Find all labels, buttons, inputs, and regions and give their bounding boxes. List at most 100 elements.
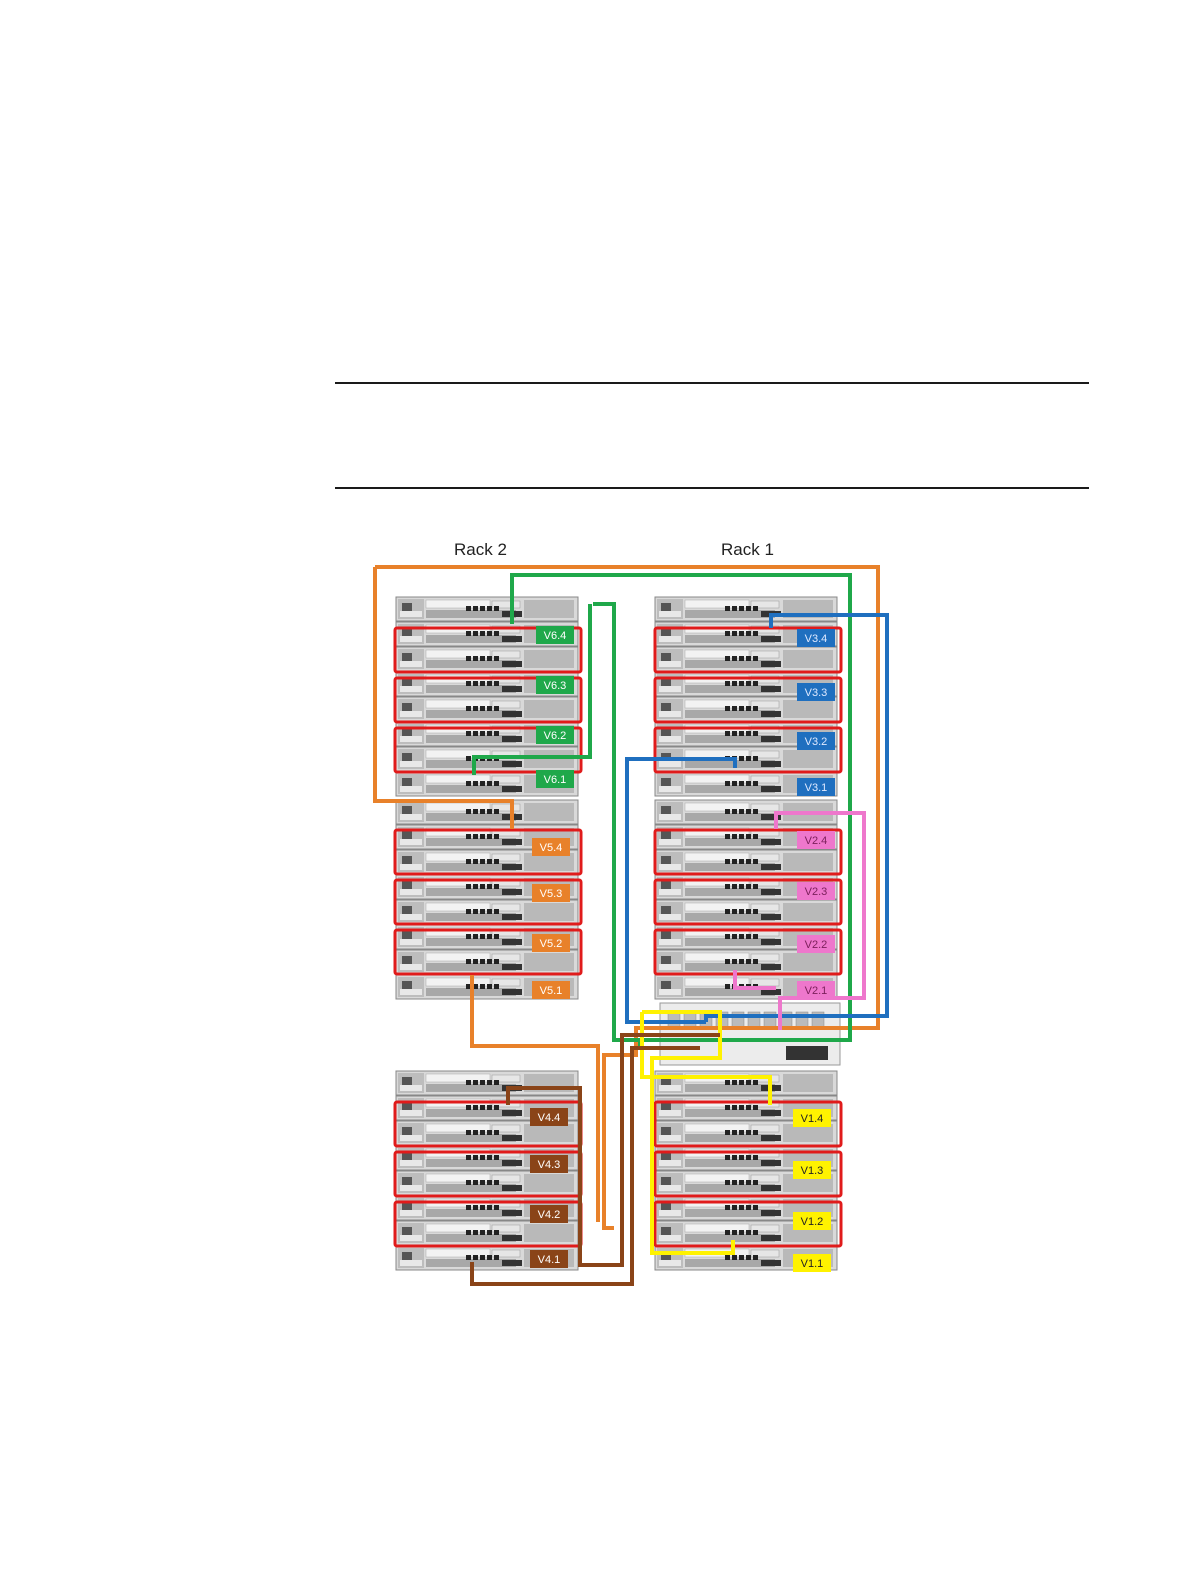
power-socket-icon xyxy=(402,906,412,914)
volume-label-text: V2.3 xyxy=(805,886,828,898)
sas-port xyxy=(473,884,478,889)
disk-enclosure xyxy=(655,647,837,671)
volume-label-V5-4: V5.4 xyxy=(532,838,570,856)
sas-port xyxy=(753,781,758,786)
port-block xyxy=(502,686,522,692)
sas-port xyxy=(739,1180,744,1185)
volume-label-V5-1: V5.1 xyxy=(532,981,570,999)
disk-enclosure xyxy=(655,597,837,621)
fan-grille xyxy=(783,853,833,871)
status-led-strip xyxy=(400,1235,422,1241)
status-led-strip xyxy=(400,889,422,895)
sas-port xyxy=(753,1105,758,1110)
sas-port xyxy=(746,959,751,964)
sas-port xyxy=(480,1155,485,1160)
sas-port xyxy=(487,1255,492,1260)
port-block xyxy=(761,964,781,970)
sas-port xyxy=(466,656,471,661)
volume-label-V1-2: V1.2 xyxy=(793,1212,831,1230)
enclosure-layer xyxy=(396,597,840,1270)
port-block xyxy=(761,786,781,792)
power-socket-icon xyxy=(402,753,412,761)
sas-port xyxy=(725,809,730,814)
sas-port xyxy=(473,1105,478,1110)
status-led-strip xyxy=(400,1160,422,1166)
port-block xyxy=(502,964,522,970)
sas-port xyxy=(732,1255,737,1260)
sas-port xyxy=(746,681,751,686)
status-led-strip xyxy=(659,1210,681,1216)
status-led-strip xyxy=(400,1085,422,1091)
sas-port xyxy=(494,959,499,964)
sas-port xyxy=(494,1255,499,1260)
sas-port xyxy=(466,859,471,864)
sas-port xyxy=(725,959,730,964)
sas-port xyxy=(473,631,478,636)
power-socket-icon xyxy=(661,806,671,814)
status-led-strip xyxy=(659,1235,681,1241)
port-block xyxy=(761,1135,781,1141)
fan-grille xyxy=(524,1174,574,1192)
sas-port xyxy=(732,834,737,839)
port-block xyxy=(502,1135,522,1141)
status-led-strip xyxy=(400,964,422,970)
sas-port xyxy=(466,1255,471,1260)
sas-port xyxy=(480,706,485,711)
sas-port xyxy=(753,631,758,636)
sas-port xyxy=(746,834,751,839)
volume-label-text: V6.3 xyxy=(544,680,567,692)
sas-port xyxy=(487,984,492,989)
sas-port xyxy=(494,1180,499,1185)
sas-port xyxy=(732,781,737,786)
sas-port xyxy=(725,1155,730,1160)
sas-port xyxy=(746,909,751,914)
fan-grille xyxy=(524,903,574,921)
sas-port xyxy=(480,884,485,889)
sas-port xyxy=(473,1180,478,1185)
sas-port xyxy=(725,1105,730,1110)
disk-enclosure xyxy=(396,1171,578,1195)
status-led-strip xyxy=(659,989,681,995)
port-block xyxy=(761,1210,781,1216)
volume-label-V1-3: V1.3 xyxy=(793,1161,831,1179)
sas-port xyxy=(466,834,471,839)
sas-port xyxy=(753,656,758,661)
sas-port xyxy=(732,706,737,711)
port-block xyxy=(502,1210,522,1216)
port-block xyxy=(761,939,781,945)
sas-port xyxy=(725,1205,730,1210)
sas-port xyxy=(473,781,478,786)
volume-label-text: V2.4 xyxy=(805,835,828,847)
sas-port xyxy=(739,756,744,761)
sas-port xyxy=(480,934,485,939)
sas-port xyxy=(473,959,478,964)
sas-port xyxy=(473,859,478,864)
sas-port xyxy=(466,756,471,761)
sas-port xyxy=(487,1230,492,1235)
disk-enclosure xyxy=(396,1071,578,1095)
status-led-strip xyxy=(400,839,422,845)
sas-port xyxy=(746,756,751,761)
sas-port xyxy=(732,884,737,889)
status-led-strip xyxy=(659,686,681,692)
port-block xyxy=(761,1235,781,1241)
sas-port xyxy=(746,1255,751,1260)
sas-port xyxy=(739,781,744,786)
sas-port xyxy=(739,706,744,711)
power-socket-icon xyxy=(661,603,671,611)
volume-label-text: V2.1 xyxy=(805,985,828,997)
sas-port xyxy=(725,1255,730,1260)
sas-port xyxy=(739,631,744,636)
sas-port xyxy=(466,909,471,914)
volume-label-V4-2: V4.2 xyxy=(530,1205,568,1223)
sas-port xyxy=(487,859,492,864)
sas-port xyxy=(753,606,758,611)
sas-port xyxy=(753,859,758,864)
sas-port xyxy=(746,809,751,814)
fan-grille xyxy=(783,1074,833,1092)
sas-port xyxy=(494,781,499,786)
status-led-strip xyxy=(400,1110,422,1116)
sas-port xyxy=(732,1105,737,1110)
power-socket-icon xyxy=(661,906,671,914)
sas-port xyxy=(753,884,758,889)
